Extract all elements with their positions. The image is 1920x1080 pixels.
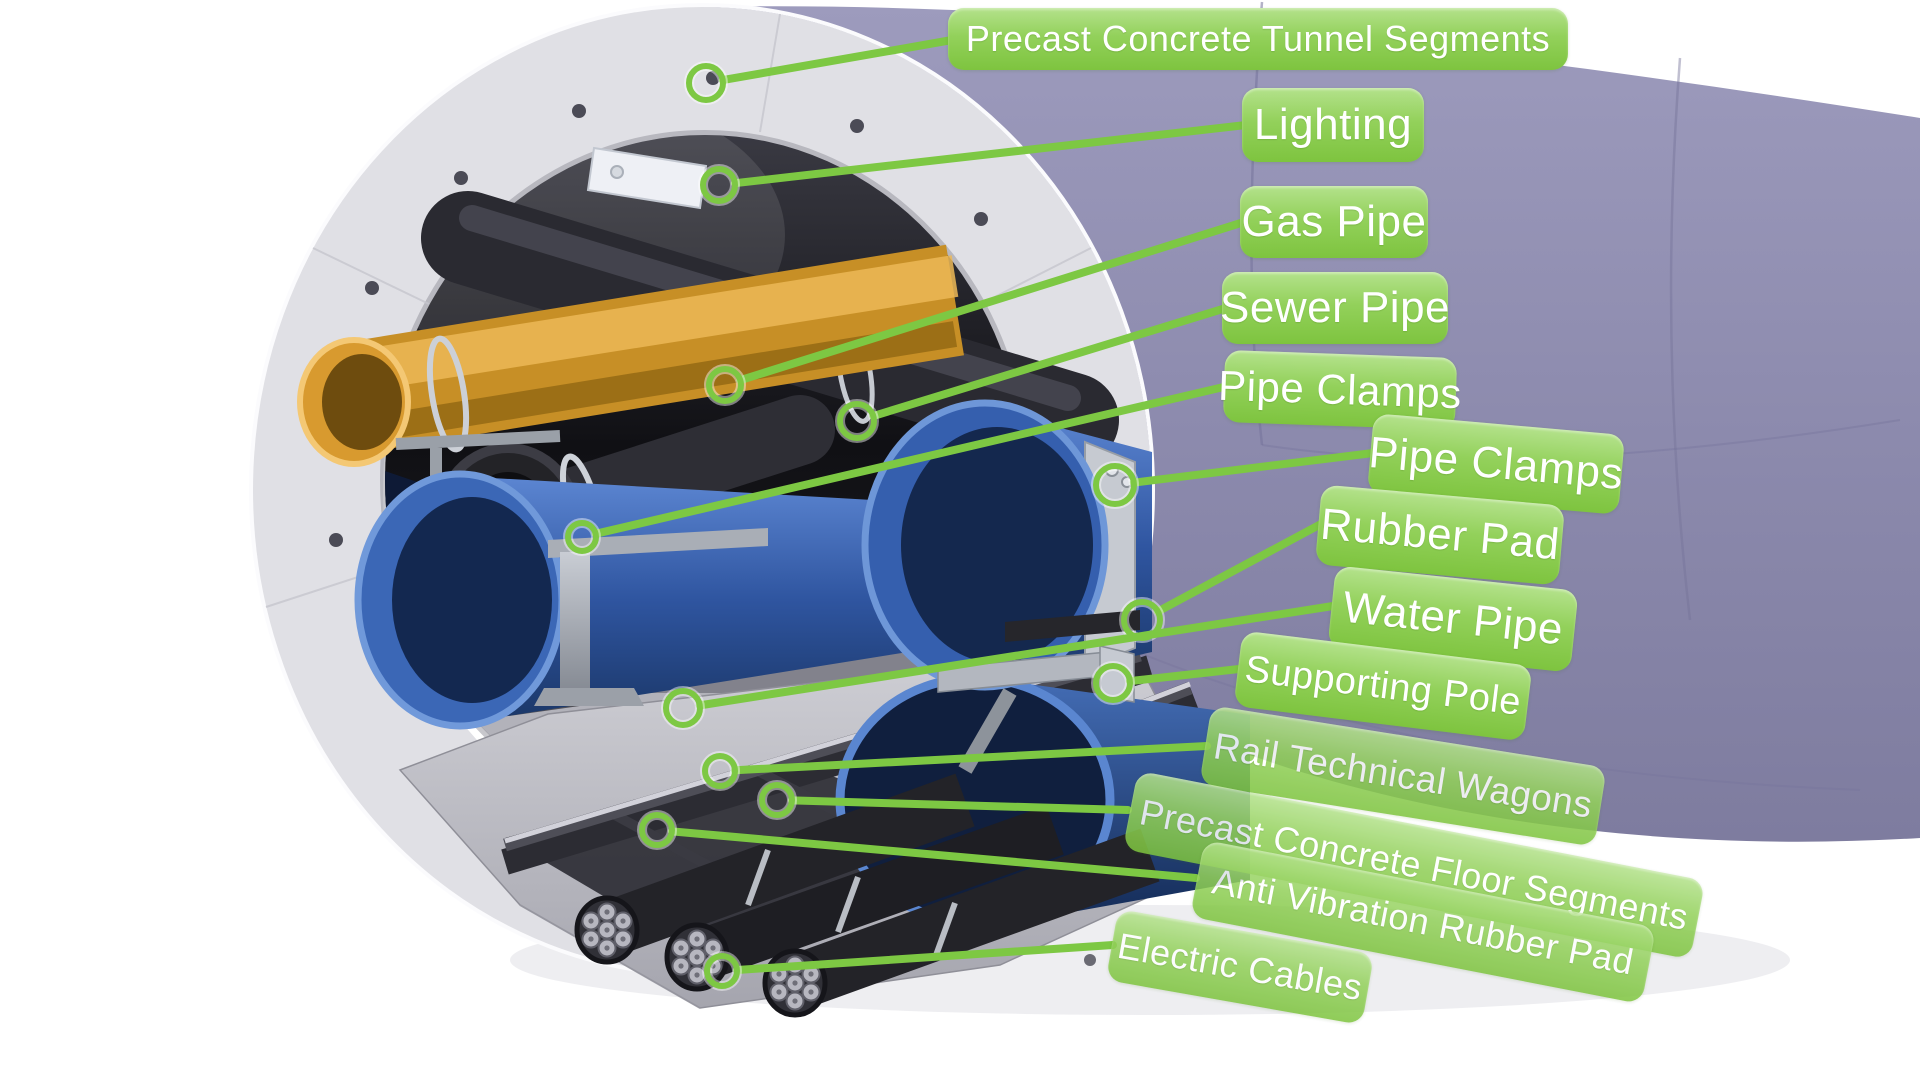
marker-circle-pipe-clamps-right (1093, 463, 1137, 507)
label-gas-pipe: Gas Pipe (1240, 186, 1428, 258)
leader-line-pipe-clamps-right (1129, 449, 1377, 487)
marker-circle-electric-cables (704, 953, 740, 989)
leader-line-precast-floor-segments (787, 796, 1132, 814)
label-sewer-pipe: Sewer Pipe (1220, 272, 1450, 344)
marker-circle-rail-technical-wagons (702, 753, 738, 789)
label-lighting: Lighting (1242, 88, 1424, 162)
gas-pipe-clamp (426, 335, 470, 453)
segment-seam (1669, 57, 1692, 621)
cable-clamps (745, 848, 958, 960)
marker-circle-sewer-pipe (837, 401, 877, 441)
marker-circle-water-pipe (663, 688, 703, 728)
marker-circle-gas-pipe (706, 366, 744, 404)
marker-circle-pipe-clamps-upper (565, 520, 599, 554)
leader-line-rubber-pad (1153, 520, 1325, 616)
marker-circle-anti-vibration-rubber-pad (639, 812, 675, 848)
leader-line-sewer-pipe (869, 304, 1230, 421)
leader-line-anti-vibration-rubber-pad (667, 827, 1200, 882)
leader-line-water-pipe (695, 602, 1337, 710)
leader-line-electric-cables (732, 941, 1117, 975)
floor-bolt-hole (1084, 954, 1096, 966)
gas-pipe-bore (322, 354, 402, 450)
leader-line-pipe-clamps-upper (591, 382, 1232, 538)
rubber-pad-strip (1005, 610, 1140, 642)
leader-line-rail-technical-wagons (730, 742, 1211, 775)
marker-circle-supporting-pole (1093, 663, 1133, 703)
marker-circle-precast-tunnel-segments (686, 63, 726, 103)
leader-line-supporting-pole (1125, 665, 1243, 686)
water-pipe-right (861, 399, 1152, 774)
leader-line-gas-pipe (736, 218, 1248, 385)
label-precast-tunnel-segments: Precast Concrete Tunnel Segments (948, 8, 1568, 70)
marker-circle-lighting (700, 166, 738, 204)
leader-line-precast-tunnel-segments (718, 36, 956, 85)
center-supporting-pole (534, 528, 768, 706)
leader-line-lighting (730, 121, 1250, 188)
support-beam-end-plate (1099, 645, 1135, 703)
marker-circle-precast-floor-segments (759, 782, 795, 818)
gas-pipe (297, 244, 964, 467)
water-pipe-bore (392, 497, 552, 703)
lighting-fixture (586, 146, 708, 210)
right-pipe-bore (901, 427, 1093, 663)
